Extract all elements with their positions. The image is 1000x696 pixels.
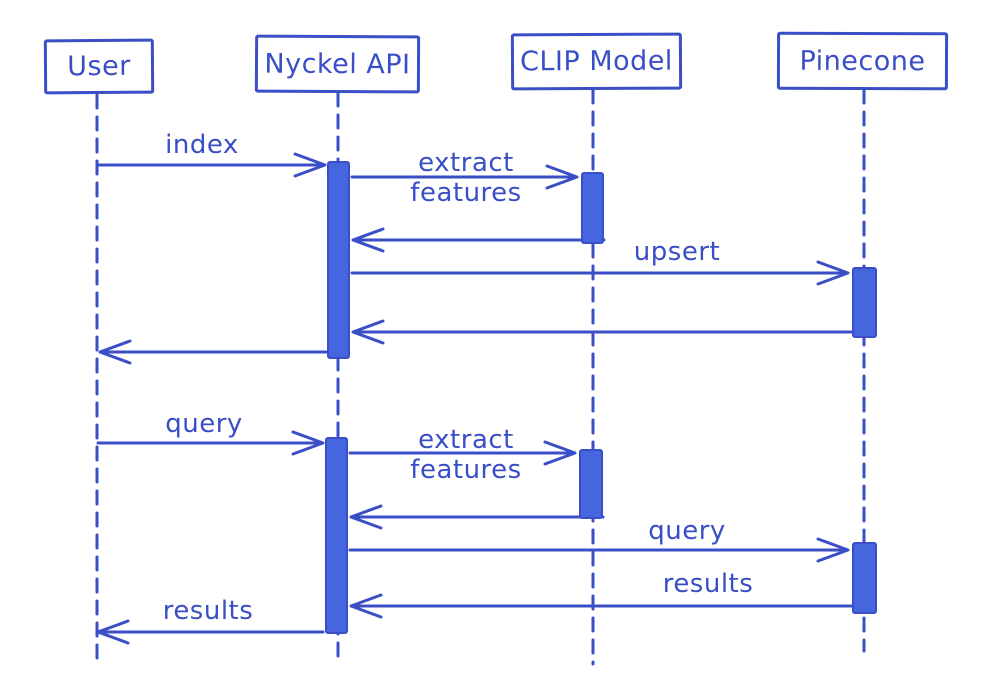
arrow-return-user-1 bbox=[98, 339, 328, 365]
message-label-upsert: upsert bbox=[633, 237, 721, 267]
actor-box-user: User bbox=[43, 38, 155, 95]
message-label-results-2: results bbox=[162, 596, 254, 626]
arrow-extract-features-1 bbox=[350, 164, 579, 190]
arrow-return-clip-1 bbox=[351, 227, 606, 253]
message-label-index: index bbox=[165, 130, 239, 160]
message-label-extract-features-1: extract features bbox=[410, 148, 522, 208]
activation-clip-2 bbox=[579, 449, 603, 519]
arrow-upsert bbox=[350, 260, 850, 286]
arrow-results-pinecone bbox=[349, 593, 853, 619]
activation-pinecone-1 bbox=[852, 267, 877, 338]
message-label-query-1: query bbox=[165, 409, 243, 439]
actor-label-pinecone: Pinecone bbox=[799, 45, 926, 77]
arrow-results-user bbox=[96, 619, 325, 645]
actor-label-nyckel-api: Nyckel API bbox=[264, 48, 411, 80]
actor-box-clip-model: CLIP Model bbox=[510, 32, 683, 91]
message-label-query-2: query bbox=[648, 516, 726, 546]
arrow-query-1 bbox=[96, 430, 325, 456]
activation-nyckel-2 bbox=[325, 437, 348, 634]
arrow-index bbox=[96, 152, 327, 178]
activation-pinecone-2 bbox=[852, 542, 877, 614]
actor-box-pinecone: Pinecone bbox=[776, 31, 949, 91]
actor-label-clip-model: CLIP Model bbox=[520, 45, 673, 78]
arrow-extract-features-2 bbox=[348, 440, 577, 466]
actor-box-nyckel-api: Nyckel API bbox=[254, 34, 421, 94]
arrow-query-pinecone bbox=[348, 537, 850, 563]
actor-label-user: User bbox=[67, 50, 131, 83]
arrow-return-clip-2 bbox=[349, 504, 605, 530]
activation-clip-1 bbox=[581, 172, 604, 244]
arrow-return-pinecone-1 bbox=[351, 319, 853, 345]
message-label-extract-features-2: extract features bbox=[410, 425, 522, 485]
activation-nyckel-1 bbox=[327, 161, 350, 359]
message-label-results-1: results bbox=[662, 569, 754, 599]
